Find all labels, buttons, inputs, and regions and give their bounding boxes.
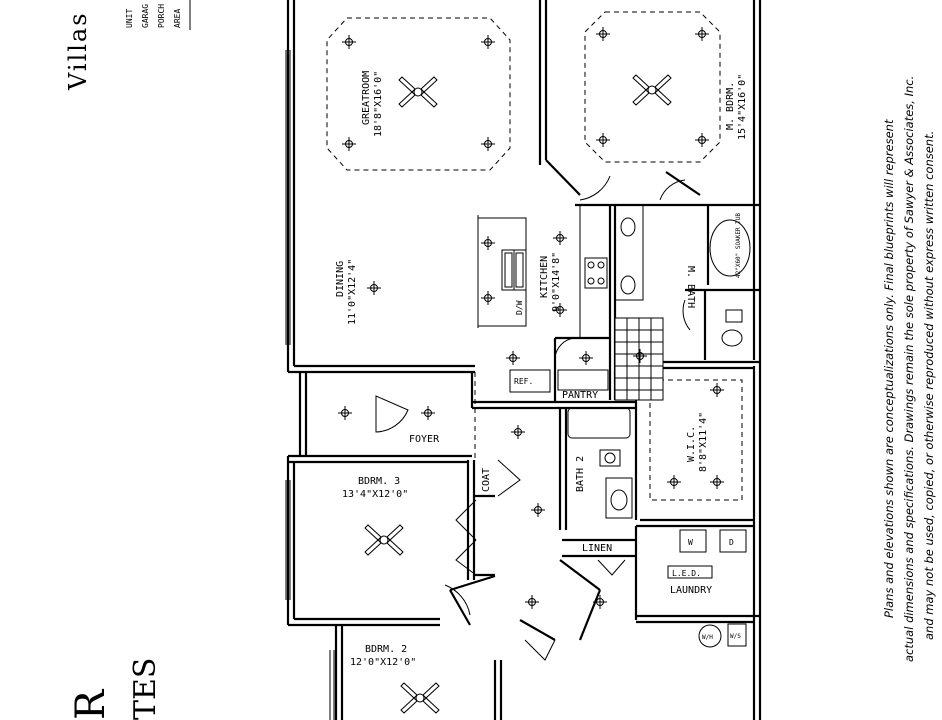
light-icon bbox=[480, 136, 496, 152]
washer: W bbox=[679, 529, 707, 553]
brand-fragment-top: R bbox=[68, 688, 114, 720]
light-icon bbox=[510, 424, 526, 440]
water-heater: W/H bbox=[698, 624, 722, 648]
light-icon bbox=[480, 290, 496, 306]
light-icon bbox=[341, 34, 357, 50]
pantry-shelf bbox=[557, 369, 609, 391]
exterior-walls bbox=[286, 0, 762, 720]
light-icon bbox=[592, 594, 608, 610]
master-bedroom-dims: 15'4"X16'0" bbox=[737, 74, 748, 140]
water-softener-label: W/S bbox=[730, 633, 741, 640]
light-icon bbox=[694, 26, 710, 42]
kitchen-island: D/W bbox=[477, 217, 527, 327]
greatroom-name: GREATROOM bbox=[361, 71, 372, 125]
bath2-name: BATH 2 bbox=[575, 456, 586, 492]
light-icon bbox=[341, 136, 357, 152]
light-icon bbox=[709, 474, 725, 490]
bedroom2-dims: 12'0"X12'0" bbox=[350, 657, 416, 668]
legend-area: AREA bbox=[173, 9, 182, 28]
master-ceiling bbox=[584, 11, 721, 163]
light-icon bbox=[337, 405, 353, 421]
bedroom3-fan-icon bbox=[364, 524, 404, 556]
interior-walls bbox=[466, 0, 760, 624]
light-icon bbox=[480, 34, 496, 50]
led-label: L.E.D. bbox=[672, 569, 701, 578]
light-icon bbox=[595, 132, 611, 148]
greatroom-ceiling bbox=[326, 17, 511, 171]
bedroom2-fan-icon bbox=[400, 682, 440, 714]
water-softener: W/S bbox=[727, 623, 747, 647]
light-icon bbox=[480, 235, 496, 251]
wic-name: W.I.C. bbox=[686, 426, 697, 462]
light-icon bbox=[420, 405, 436, 421]
foyer-name: FOYER bbox=[409, 434, 440, 445]
brand-fragment-bottom: TES bbox=[128, 658, 163, 720]
light-icon bbox=[552, 230, 568, 246]
dishwasher-label: D/W bbox=[515, 300, 524, 315]
bedroom3-name: BDRM. 3 bbox=[358, 476, 400, 487]
kitchen-name: KITCHEN bbox=[539, 256, 550, 298]
dining-name: DINING bbox=[335, 261, 346, 297]
area-legend: UNIT GARAG PORCH AREA bbox=[125, 4, 182, 28]
bath2-toilet bbox=[599, 449, 621, 467]
refrigerator bbox=[509, 369, 551, 393]
legend-porch: PORCH bbox=[157, 4, 166, 28]
plan-title: Villas bbox=[64, 11, 92, 91]
wic-shelving bbox=[649, 379, 743, 501]
bedroom3-dims: 13'4"X12'0" bbox=[342, 489, 408, 500]
light-icon bbox=[524, 594, 540, 610]
laundry-name: LAUNDRY bbox=[670, 585, 712, 596]
greatroom-fan-icon bbox=[398, 76, 438, 108]
water-heater-label: W/H bbox=[702, 634, 713, 641]
refrigerator-label: REF. bbox=[514, 377, 533, 386]
led-box bbox=[667, 565, 713, 579]
master-bath-vanity bbox=[614, 204, 644, 301]
dryer-label: D bbox=[729, 538, 734, 547]
light-icon bbox=[694, 132, 710, 148]
legend-garage: GARAG bbox=[141, 4, 150, 28]
disclaimer-line-3: and may not be used, copied, or otherwis… bbox=[922, 131, 936, 640]
master-bedroom-name: M. BDRM. bbox=[725, 82, 736, 130]
doors bbox=[375, 175, 691, 661]
master-toilet bbox=[721, 309, 743, 347]
bedroom2-name: BDRM. 2 bbox=[365, 644, 407, 655]
light-icon bbox=[595, 26, 611, 42]
range bbox=[584, 257, 608, 289]
disclaimer-line-2: actual dimensions and specifications. Dr… bbox=[902, 76, 916, 662]
disclaimer-line-1: Plans and elevations shown are conceptua… bbox=[882, 119, 896, 618]
bath2-vanity bbox=[605, 477, 633, 519]
dryer: D bbox=[719, 529, 747, 553]
hallway-walls bbox=[449, 559, 602, 720]
greatroom-dims: 18'8"X16'0" bbox=[373, 71, 384, 137]
light-icon bbox=[366, 280, 382, 296]
kitchen-counter bbox=[579, 204, 611, 339]
tub-label: 42"X60" SOAKER TUB bbox=[735, 213, 742, 278]
closet-doors bbox=[455, 459, 626, 576]
kitchen-dims: 9'0"X14'8" bbox=[551, 252, 562, 312]
windows bbox=[285, 50, 335, 720]
light-icon bbox=[709, 382, 725, 398]
soaker-tub bbox=[709, 219, 751, 277]
ceiling-lights bbox=[337, 26, 725, 610]
master-fan-icon bbox=[632, 74, 672, 106]
master-bath-name: M. BATH bbox=[685, 266, 696, 308]
dining-dims: 11'0"X12'4" bbox=[347, 259, 358, 325]
light-icon bbox=[530, 502, 546, 518]
light-icon bbox=[578, 350, 594, 366]
coat-name: COAT bbox=[481, 468, 492, 492]
light-icon bbox=[505, 350, 521, 366]
linen-name: LINEN bbox=[582, 543, 612, 554]
light-icon bbox=[666, 474, 682, 490]
bath2-tub bbox=[567, 407, 631, 439]
pantry-name: PANTRY bbox=[562, 390, 598, 401]
washer-label: W bbox=[688, 538, 693, 547]
wic-dims: 8'8"X11'4" bbox=[698, 412, 709, 472]
legend-unit: UNIT bbox=[125, 9, 134, 28]
